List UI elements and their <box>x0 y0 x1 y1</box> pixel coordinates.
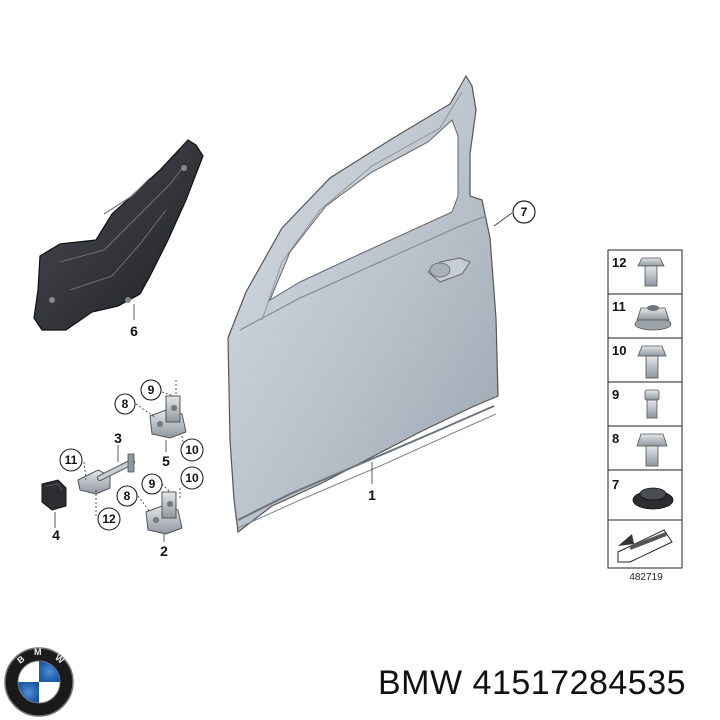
svg-text:12: 12 <box>612 255 626 270</box>
svg-text:7: 7 <box>521 205 528 219</box>
svg-text:11: 11 <box>65 453 78 467</box>
flange-bolt-icon <box>636 433 668 467</box>
legend-row-8: 8 <box>612 431 668 467</box>
callout-door: 1 <box>368 487 376 503</box>
callout-lower-hinge: 2 <box>160 543 168 559</box>
svg-text:9: 9 <box>149 477 156 491</box>
svg-text:8: 8 <box>124 489 131 503</box>
door-check-strap <box>77 453 135 495</box>
legend-row-10: 10 <box>612 343 667 379</box>
callout-inner-panel: 6 <box>130 323 138 339</box>
legend-row-9: 9 <box>612 387 660 419</box>
lower-hinge <box>145 491 183 535</box>
leader-lines <box>54 212 513 542</box>
callout-screw-12: 12 <box>97 507 121 531</box>
callout-check-strap: 3 <box>114 430 122 446</box>
callout-bolt-9-lower: 9 <box>141 473 163 495</box>
orientation-arrow-icon <box>617 529 673 563</box>
callout-plug: 7 <box>512 200 536 224</box>
svg-text:9: 9 <box>148 383 155 397</box>
svg-text:10: 10 <box>185 471 199 485</box>
legend-row-7: 7 <box>612 477 674 510</box>
inner-door-panel <box>33 139 204 331</box>
callout-bolt-9-upper: 9 <box>140 379 162 401</box>
short-bolt-icon <box>644 389 660 419</box>
callout-nut-10-lower: 10 <box>180 466 204 490</box>
legend-row-11: 11 <box>612 299 672 331</box>
callout-bolt-8-upper: 8 <box>114 393 136 415</box>
door-buffer <box>41 479 67 511</box>
diagram-number: 482719 <box>629 572 663 583</box>
svg-text:7: 7 <box>612 477 619 492</box>
svg-text:11: 11 <box>612 299 626 314</box>
svg-text:8: 8 <box>122 397 129 411</box>
flange-screw-icon <box>637 257 665 287</box>
flange-nut-icon <box>634 305 672 331</box>
legend-row-12: 12 <box>612 255 665 287</box>
svg-text:9: 9 <box>612 387 619 402</box>
svg-text:B: B <box>15 653 27 665</box>
hex-bolt-icon <box>637 345 667 379</box>
bmw-logo: B M W <box>4 647 74 717</box>
svg-text:10: 10 <box>185 443 199 457</box>
door-shell <box>227 74 499 534</box>
callout-nut-10-upper: 10 <box>180 438 204 462</box>
svg-text:M: M <box>34 647 42 657</box>
callout-nut-11: 11 <box>59 448 83 472</box>
svg-text:12: 12 <box>102 512 116 526</box>
parts-legend: 12 11 10 9 <box>607 249 683 569</box>
callout-buffer: 4 <box>52 527 60 543</box>
part-caption: BMW 41517284535 <box>378 664 687 702</box>
rubber-plug-icon <box>632 487 674 510</box>
callout-upper-hinge: 5 <box>162 453 170 469</box>
svg-text:8: 8 <box>612 431 619 446</box>
upper-hinge <box>149 395 187 439</box>
svg-text:10: 10 <box>612 343 626 358</box>
callout-bolt-8-lower: 8 <box>116 485 138 507</box>
